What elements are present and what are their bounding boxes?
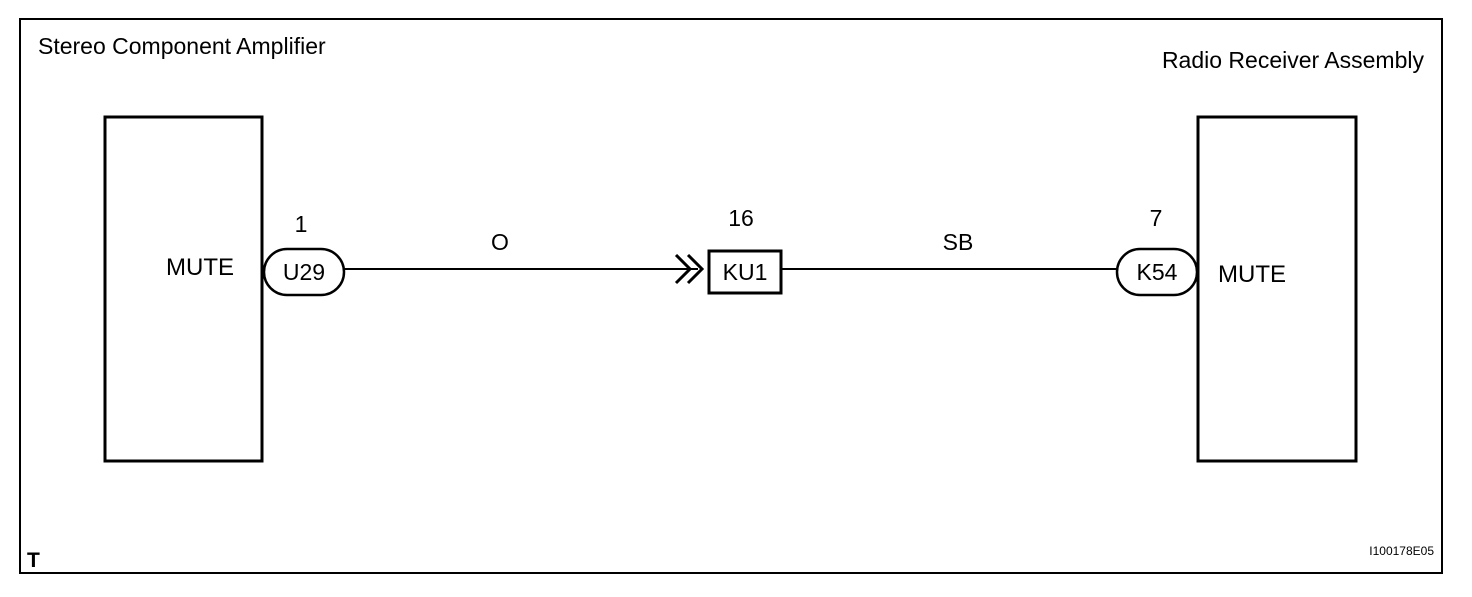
connector-k54-label: K54 [1137,259,1178,285]
left-component-title: Stereo Component Amplifier [38,33,326,59]
junction-chevron-outer [674,253,693,285]
right-component-title: Radio Receiver Assembly [1162,47,1425,73]
connector-u29-label: U29 [283,259,325,285]
figure-code: I100178E05 [1369,544,1434,558]
connector-k54-shape [1115,247,1199,297]
wire-left-color-label: O [491,229,509,255]
junction-chevron-inner [686,253,705,285]
diagram-frame [19,18,1443,574]
connector-ku1-label: KU1 [723,259,768,285]
corner-mark: T [27,549,40,572]
right-component-box [1196,115,1358,463]
connector-k54-pin: 7 [1150,205,1163,231]
left-terminal-label: MUTE [166,254,234,281]
left-component-box [103,115,264,463]
connector-ku1-shape [707,249,783,295]
connector-u29-pin: 1 [295,211,308,237]
connector-ku1-pin: 16 [728,205,754,231]
wire-right-color-label: SB [943,229,974,255]
right-terminal-label: MUTE [1218,261,1286,288]
connector-u29-shape [262,247,346,297]
